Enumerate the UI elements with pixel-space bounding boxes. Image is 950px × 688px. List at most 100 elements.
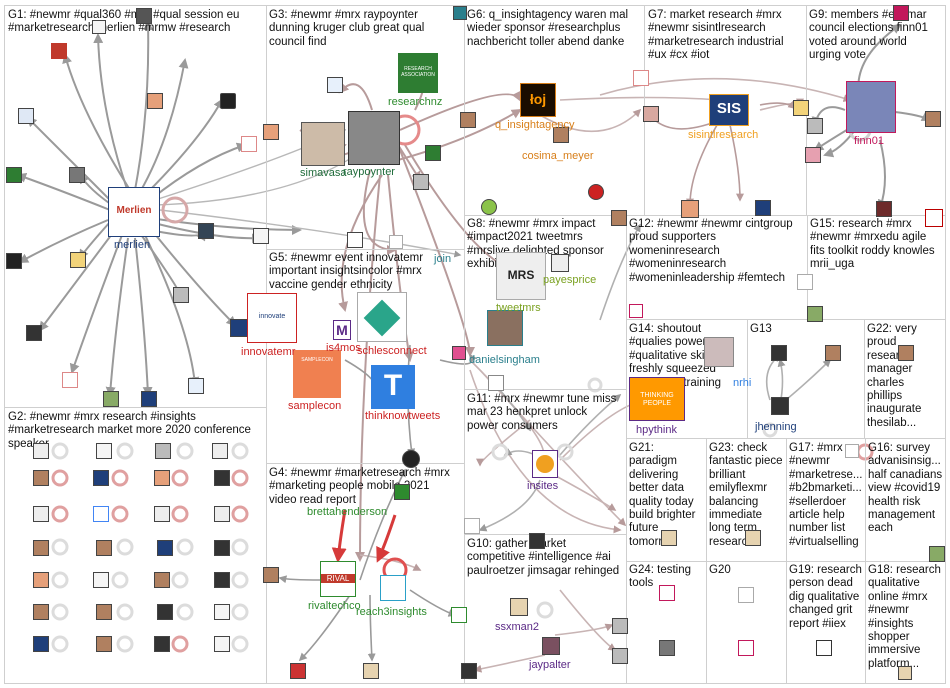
node-g16-a[interactable] — [929, 546, 945, 562]
nrhi-node[interactable] — [704, 337, 734, 367]
node-g2-12[interactable] — [214, 506, 230, 522]
ssxman2-node[interactable] — [510, 598, 528, 616]
sisintlresearch-node[interactable]: SIS — [709, 94, 749, 126]
node-g2-15[interactable] — [157, 540, 173, 556]
tweetmrs-node[interactable]: MRS — [496, 252, 546, 300]
node-g19-a[interactable] — [816, 640, 832, 656]
node-g4-a[interactable] — [263, 567, 279, 583]
node-g2-26[interactable] — [96, 636, 112, 652]
node-g21-a[interactable] — [661, 530, 677, 546]
node-g1-h[interactable] — [6, 167, 22, 183]
node-g1-c[interactable] — [136, 8, 152, 24]
node-g12-b[interactable] — [629, 304, 643, 318]
node-g2-5[interactable] — [33, 470, 49, 486]
node-g2-10[interactable] — [93, 506, 109, 522]
node-g3-e[interactable] — [347, 232, 363, 248]
node-g2-16[interactable] — [214, 540, 230, 556]
node-g9-d[interactable] — [925, 111, 941, 127]
node-g15-a[interactable] — [925, 209, 943, 227]
node-g2-14[interactable] — [96, 540, 112, 556]
node-g1-e[interactable] — [220, 93, 236, 109]
node-g13-a[interactable] — [771, 345, 787, 361]
node-g2-25[interactable] — [33, 636, 49, 652]
node-g18-a[interactable] — [898, 666, 912, 680]
node-g1-q[interactable] — [188, 378, 204, 394]
node-g2-27[interactable] — [154, 636, 170, 652]
jhenning-node[interactable] — [771, 397, 789, 415]
node-g1-n[interactable] — [103, 391, 119, 407]
node-g2-17[interactable] — [33, 572, 49, 588]
node-g24-a[interactable] — [659, 585, 675, 601]
q-insightagency-node[interactable]: łoj — [520, 83, 556, 117]
node-g2-20[interactable] — [214, 572, 230, 588]
node-g2-18[interactable] — [93, 572, 109, 588]
jaypalter-node[interactable] — [542, 637, 560, 655]
node-g1-l[interactable] — [26, 325, 42, 341]
reach3insights-node[interactable] — [380, 575, 406, 601]
node-g17-a[interactable] — [845, 444, 859, 458]
node-g7-a[interactable] — [643, 106, 659, 122]
node-g1-i[interactable] — [69, 167, 85, 183]
node-g13-b[interactable] — [825, 345, 841, 361]
raypoynter-node[interactable] — [348, 111, 400, 165]
node-g2-8[interactable] — [214, 470, 230, 486]
node-g1-a[interactable] — [51, 43, 67, 59]
node-g2-3[interactable] — [155, 443, 171, 459]
researchnz-node[interactable]: RESEARCH ASSOCIATION — [398, 53, 438, 93]
node-g4-d[interactable] — [290, 663, 306, 679]
node-g2-1[interactable] — [33, 443, 49, 459]
node-g6-c[interactable] — [588, 184, 604, 200]
node-g2-2[interactable] — [96, 443, 112, 459]
node-g2-7[interactable] — [154, 470, 170, 486]
node-g1-f[interactable] — [241, 136, 257, 152]
node-g10-b[interactable] — [612, 648, 628, 664]
node-g1-t[interactable] — [230, 319, 248, 337]
node-g6-e[interactable] — [633, 70, 649, 86]
node-g1-p[interactable] — [173, 287, 189, 303]
node-g1-o[interactable] — [141, 391, 157, 407]
node-g2-4[interactable] — [212, 443, 228, 459]
is4mos-node[interactable]: M — [333, 320, 351, 340]
node-g2-24[interactable] — [214, 604, 230, 620]
node-g1-g[interactable] — [18, 108, 34, 124]
rivaltechco-node[interactable]: RIVAL — [320, 561, 356, 597]
node-g20-a[interactable] — [738, 587, 754, 603]
innovatemr-node[interactable]: innovate — [247, 293, 297, 343]
node-g3-b[interactable] — [263, 124, 279, 140]
node-g3-f[interactable] — [389, 235, 403, 249]
node-g7-c[interactable] — [681, 200, 699, 218]
node-g10-c[interactable] — [529, 533, 545, 549]
thinknowtweets-node[interactable]: T — [371, 365, 415, 409]
hpythink-node[interactable]: THINKING PEOPLE — [629, 377, 685, 421]
samplecon-node[interactable]: SAMPLECON — [293, 350, 341, 398]
insites-node[interactable] — [532, 450, 558, 478]
danielsingham-node[interactable] — [487, 310, 523, 346]
node-g22-a[interactable] — [898, 345, 914, 361]
node-g2-23[interactable] — [157, 604, 173, 620]
node-g9-e[interactable] — [807, 118, 823, 134]
node-g2-28[interactable] — [214, 636, 230, 652]
node-g2-22[interactable] — [96, 604, 112, 620]
node-g5-a[interactable] — [452, 346, 466, 360]
node-g3-c[interactable] — [413, 174, 429, 190]
merlien-node[interactable]: Merlien — [108, 187, 160, 237]
node-g1-d[interactable] — [147, 93, 163, 109]
node-g2-6[interactable] — [93, 470, 109, 486]
node-g4-b[interactable] — [451, 607, 467, 623]
node-g1-m[interactable] — [62, 372, 78, 388]
node-g23-a[interactable] — [745, 530, 761, 546]
node-g6-f[interactable] — [553, 127, 569, 143]
node-g9-b[interactable] — [805, 147, 821, 163]
node-g7-d[interactable] — [755, 200, 771, 216]
brettahenderson-node[interactable] — [394, 484, 410, 500]
node-g3-d[interactable] — [425, 145, 441, 161]
node-g15-b[interactable] — [807, 306, 823, 322]
finn01-node[interactable] — [846, 81, 896, 133]
node-g2-21[interactable] — [33, 604, 49, 620]
node-g9-a[interactable] — [893, 5, 909, 21]
node-g24-b[interactable] — [659, 640, 675, 656]
node-g6-d[interactable] — [460, 112, 476, 128]
node-g2-13[interactable] — [33, 540, 49, 556]
node-g7-b[interactable] — [793, 100, 809, 116]
node-g2-19[interactable] — [154, 572, 170, 588]
